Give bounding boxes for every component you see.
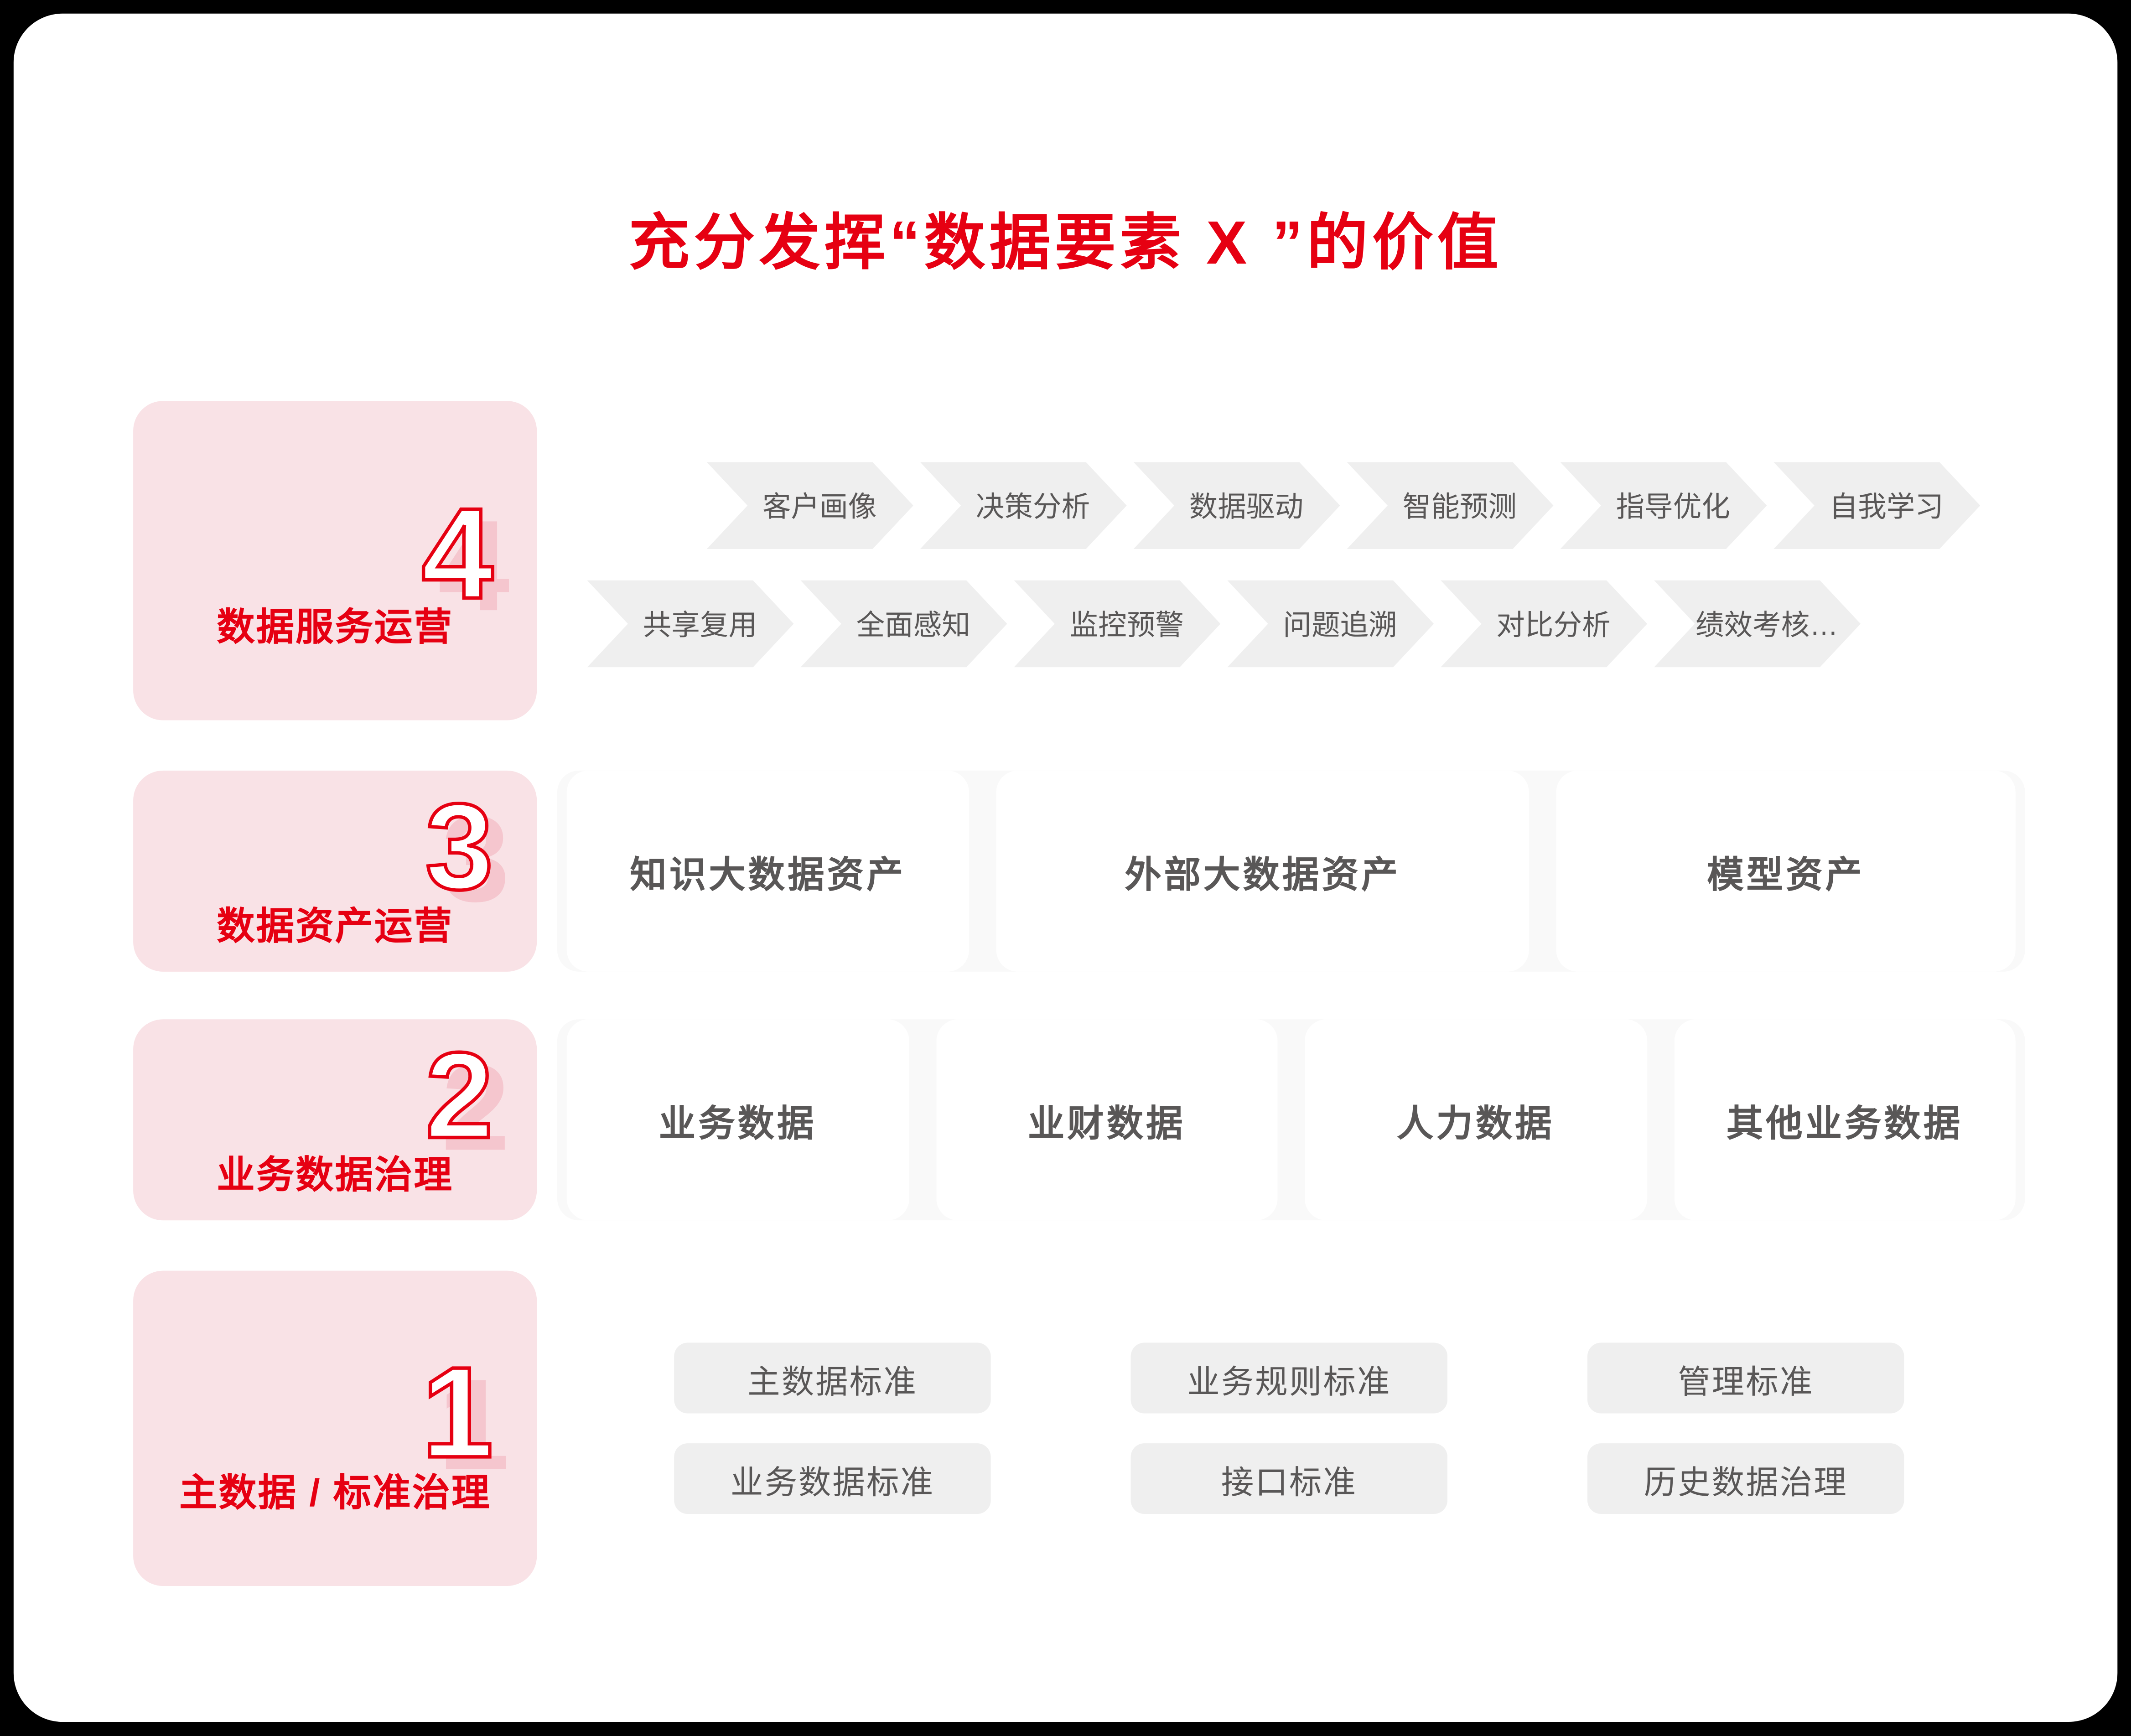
level-3-cards: 知识大数据资产 外部大数据资产 模型资产 — [557, 770, 2025, 972]
flow-step: 智能预测 — [1347, 462, 1553, 549]
level-3-label-block: 3 数据资产运营 — [133, 770, 537, 972]
level-3-number: 3 — [424, 780, 495, 916]
standard-pill: 管理标准 — [1587, 1342, 1904, 1414]
flow-step: 客户画像 — [707, 462, 913, 549]
level-2-label: 业务数据治理 — [217, 1154, 453, 1196]
row-level-3: 3 数据资产运营 知识大数据资产 外部大数据资产 模型资产 — [133, 770, 2025, 972]
level-4-content: 客户画像 决策分析 数据驱动 智能预测 指导优化 自我学习 共享复用 全面感知 … — [557, 401, 2025, 720]
level-3-content: 知识大数据资产 外部大数据资产 模型资产 — [557, 770, 2025, 972]
flow-row-bottom: 共享复用 全面感知 监控预警 问题追溯 对比分析 绩效考核… — [587, 580, 1861, 668]
level-1-content: 主数据标准 业务规则标准 管理标准 业务数据标准 接口标准 历史数据治理 — [557, 1271, 2025, 1586]
level-4-label: 数据服务运营 — [217, 606, 453, 648]
level-4-label-block: 4 数据服务运营 — [133, 401, 537, 720]
level-2-label-block: 2 业务数据治理 — [133, 1019, 537, 1221]
standard-pill-row-top: 主数据标准 业务规则标准 管理标准 — [674, 1342, 1904, 1414]
flow-step: 数据驱动 — [1134, 462, 1340, 549]
data-card: 业务数据 — [566, 1019, 909, 1221]
standard-pill: 主数据标准 — [674, 1342, 991, 1414]
standard-pill: 历史数据治理 — [1587, 1443, 1904, 1514]
level-1-number: 1 — [420, 1341, 495, 1486]
slide-panel: 充分发挥“数据要素 X ”的价值 4 数据服务运营 客户画像 决策分析 数据驱动… — [13, 13, 2118, 1722]
asset-card: 模型资产 — [1556, 770, 2016, 972]
level-4-number: 4 — [420, 482, 495, 627]
data-card: 业财数据 — [935, 1019, 1278, 1221]
standard-pill: 接口标准 — [1130, 1443, 1448, 1514]
level-1-label-block: 1 主数据 / 标准治理 — [133, 1270, 537, 1586]
page-title: 充分发挥“数据要素 X ”的价值 — [628, 207, 1503, 277]
flow-step: 全面感知 — [800, 580, 1007, 668]
level-3-label: 数据资产运营 — [217, 905, 453, 948]
standard-pill: 业务规则标准 — [1130, 1342, 1448, 1414]
asset-card: 外部大数据资产 — [996, 770, 1529, 972]
flow-step: 指导优化 — [1560, 462, 1767, 549]
asset-card: 知识大数据资产 — [566, 770, 969, 972]
flow-step: 对比分析 — [1441, 580, 1647, 668]
flow-step: 监控预警 — [1014, 580, 1220, 668]
flow-step: 决策分析 — [920, 462, 1127, 549]
row-level-1: 1 主数据 / 标准治理 主数据标准 业务规则标准 管理标准 业务数据标准 接口… — [133, 1270, 2025, 1586]
level-2-number: 2 — [424, 1029, 495, 1165]
level-2-content: 业务数据 业财数据 人力数据 其他业务数据 — [557, 1019, 2025, 1221]
level-1-label: 主数据 / 标准治理 — [179, 1472, 491, 1514]
data-card: 人力数据 — [1305, 1019, 1647, 1221]
data-card: 其他业务数据 — [1674, 1019, 2016, 1221]
row-level-2: 2 业务数据治理 业务数据 业财数据 人力数据 其他业务数据 — [133, 1019, 2025, 1221]
row-level-4: 4 数据服务运营 客户画像 决策分析 数据驱动 智能预测 指导优化 自我学习 共… — [133, 401, 2025, 720]
flow-step: 绩效考核… — [1654, 580, 1861, 668]
flow-step: 自我学习 — [1773, 462, 1980, 549]
flow-step: 问题追溯 — [1227, 580, 1434, 668]
flow-step: 共享复用 — [587, 580, 793, 668]
flow-row-top: 客户画像 决策分析 数据驱动 智能预测 指导优化 自我学习 — [707, 462, 1981, 549]
standard-pill: 业务数据标准 — [674, 1443, 991, 1514]
standard-pill-row-bottom: 业务数据标准 接口标准 历史数据治理 — [674, 1443, 1904, 1514]
level-2-cards: 业务数据 业财数据 人力数据 其他业务数据 — [557, 1019, 2025, 1221]
